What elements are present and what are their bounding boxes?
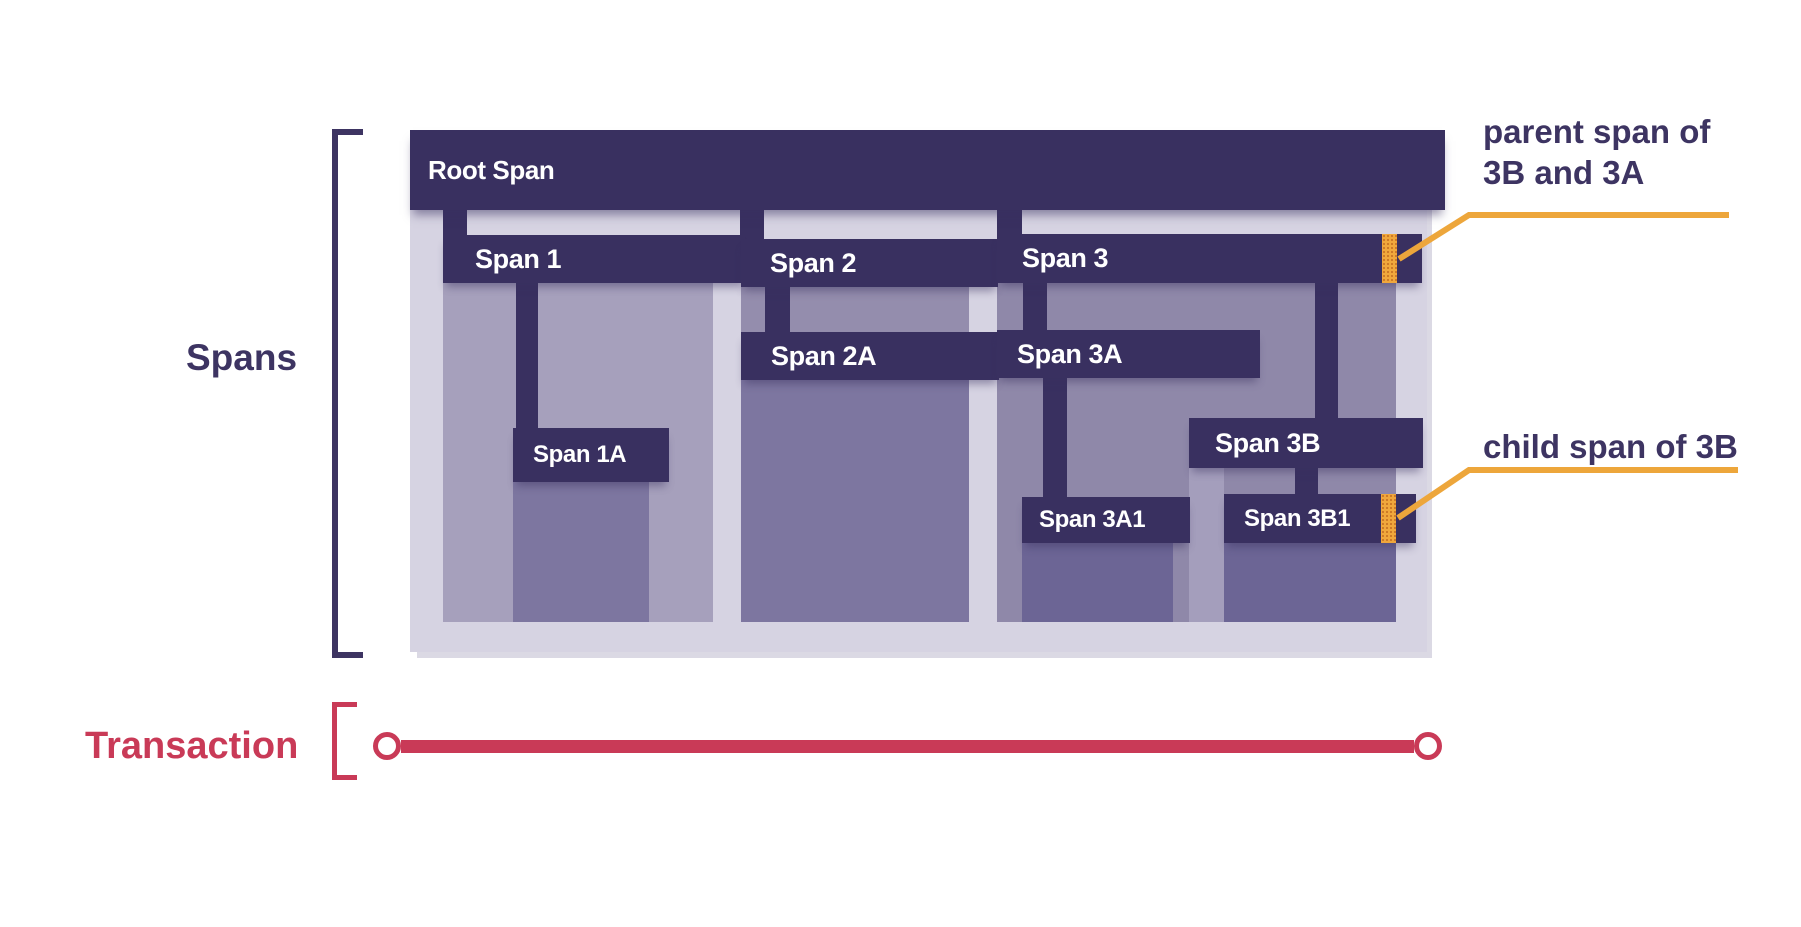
spans-bracket-top-arm xyxy=(332,129,363,135)
span-3b1-highlight-marker xyxy=(1381,494,1396,543)
span-3b1-duration-block xyxy=(1224,542,1396,622)
parent-span-annotation: parent span of 3B and 3A xyxy=(1483,111,1710,193)
span-1a-duration-block xyxy=(513,482,649,622)
parent-span-annotation-line1: parent span of xyxy=(1483,113,1711,150)
child-span-annotation: child span of 3B xyxy=(1483,426,1738,467)
transaction-bracket-vertical xyxy=(332,702,337,780)
span-3a-label: Span 3A xyxy=(1017,338,1123,369)
transaction-section-label: Transaction xyxy=(85,725,299,767)
transaction-timeline xyxy=(401,740,1414,753)
spans-bracket-bottom-arm xyxy=(332,652,363,658)
span-3a-bar: Span 3A xyxy=(997,330,1260,378)
span-3b1-label: Span 3B1 xyxy=(1244,504,1351,532)
connector-root-to-span-1 xyxy=(443,208,467,236)
root-span-bar: Root Span xyxy=(410,130,1445,210)
connector-span-3-to-3a xyxy=(1023,281,1047,332)
child-annotation-line xyxy=(1396,467,1738,521)
span-2a-bar: Span 2A xyxy=(741,332,999,380)
spans-bracket-vertical xyxy=(332,129,338,658)
parent-annotation-line xyxy=(1397,212,1729,262)
span-3b-bar: Span 3B xyxy=(1189,418,1423,468)
span-3a1-bar: Span 3A1 xyxy=(1022,497,1190,543)
span-2a-duration-block xyxy=(741,380,969,622)
child-span-annotation-text: child span of 3B xyxy=(1483,428,1738,465)
connector-span-2-to-2a xyxy=(765,285,790,334)
connector-span-3-to-3b xyxy=(1315,281,1338,420)
connector-span-3b-to-3b1 xyxy=(1295,466,1318,496)
span-1-bar: Span 1 xyxy=(443,235,745,283)
span-1a-bar: Span 1A xyxy=(513,428,669,482)
span-3-highlight-marker xyxy=(1382,234,1397,283)
transaction-bracket-bottom-arm xyxy=(332,775,357,780)
connector-root-to-span-3 xyxy=(997,208,1022,236)
span-3b-label: Span 3B xyxy=(1215,427,1321,458)
span-3b-duration-block xyxy=(1189,468,1224,622)
span-3a1-duration-block xyxy=(1022,543,1173,622)
span-1-label: Span 1 xyxy=(475,243,562,274)
span-2a-label: Span 2A xyxy=(771,340,877,371)
span-2-label: Span 2 xyxy=(770,247,857,278)
span-3a1-label: Span 3A1 xyxy=(1039,506,1146,533)
span-2-bar: Span 2 xyxy=(741,239,998,287)
transaction-end-circle xyxy=(1414,732,1442,760)
parent-span-annotation-line2: 3B and 3A xyxy=(1483,154,1645,191)
connector-root-to-span-2 xyxy=(740,208,764,240)
root-span-label: Root Span xyxy=(428,154,555,185)
transaction-start-circle xyxy=(373,732,401,760)
transaction-bracket-top-arm xyxy=(332,702,357,707)
connector-span-1-to-1a xyxy=(516,280,538,430)
spans-section-label: Spans xyxy=(186,337,298,378)
connector-span-3a-to-3a1 xyxy=(1043,376,1067,499)
span-3-label: Span 3 xyxy=(1022,243,1109,273)
span-1a-label: Span 1A xyxy=(533,441,627,468)
span-3-bar: Span 3 xyxy=(997,234,1422,283)
